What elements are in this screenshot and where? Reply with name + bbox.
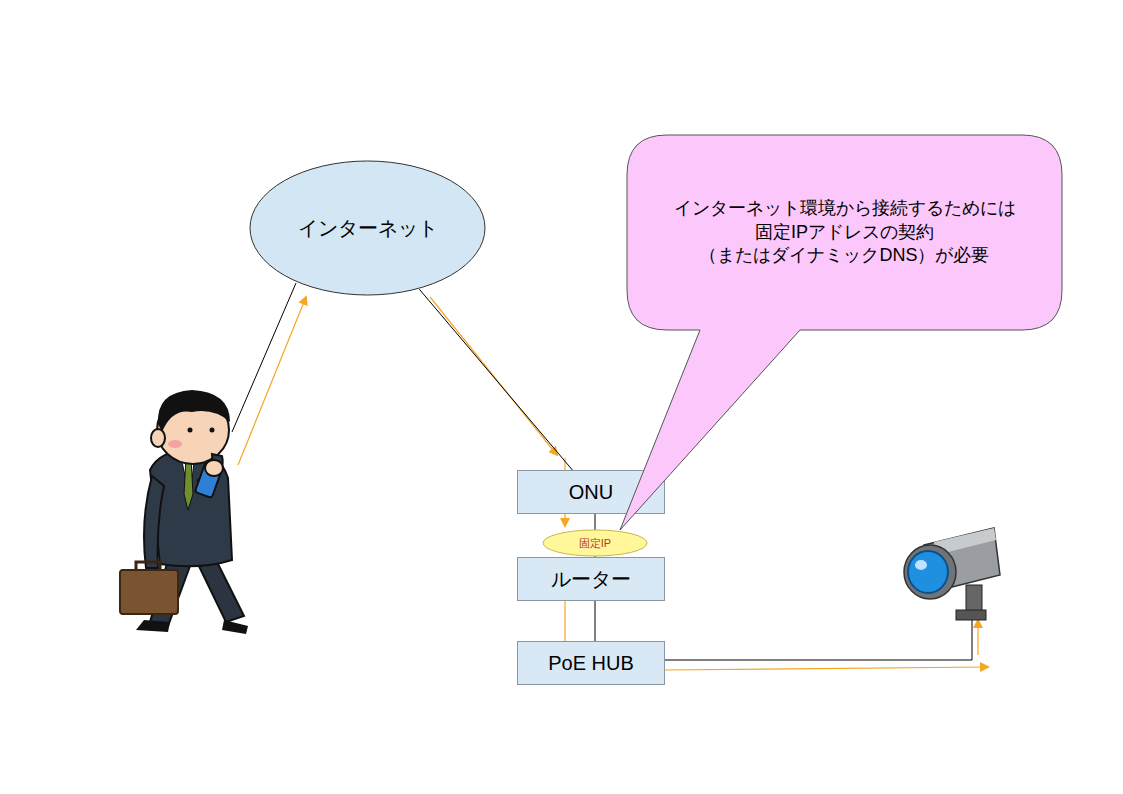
flow-arrows (238, 297, 988, 670)
camera-cable (665, 610, 972, 660)
node-label: ルーター (551, 566, 631, 592)
businessman (120, 390, 248, 634)
node-label: インターネット環境から接続するためには 固定IPアドレスの契約 （またはダイナミ… (650, 197, 1040, 267)
access-line (232, 283, 296, 432)
node-label: 固定IP (579, 536, 611, 550)
node-label: ONU (569, 479, 613, 505)
ip-badge: 固定IP (542, 529, 648, 557)
connector-line (595, 601, 596, 641)
callout-bubble: インターネット環境から接続するためには 固定IPアドレスの契約 （またはダイナミ… (627, 135, 1062, 330)
cloud-ellipse: インターネット (249, 160, 486, 296)
device-box: PoE HUB (517, 641, 665, 685)
camera (904, 528, 1000, 620)
node-label: インターネット (298, 215, 438, 241)
device-box: ルーター (517, 557, 665, 601)
node-label: PoE HUB (548, 650, 634, 676)
connector-line (419, 289, 572, 470)
